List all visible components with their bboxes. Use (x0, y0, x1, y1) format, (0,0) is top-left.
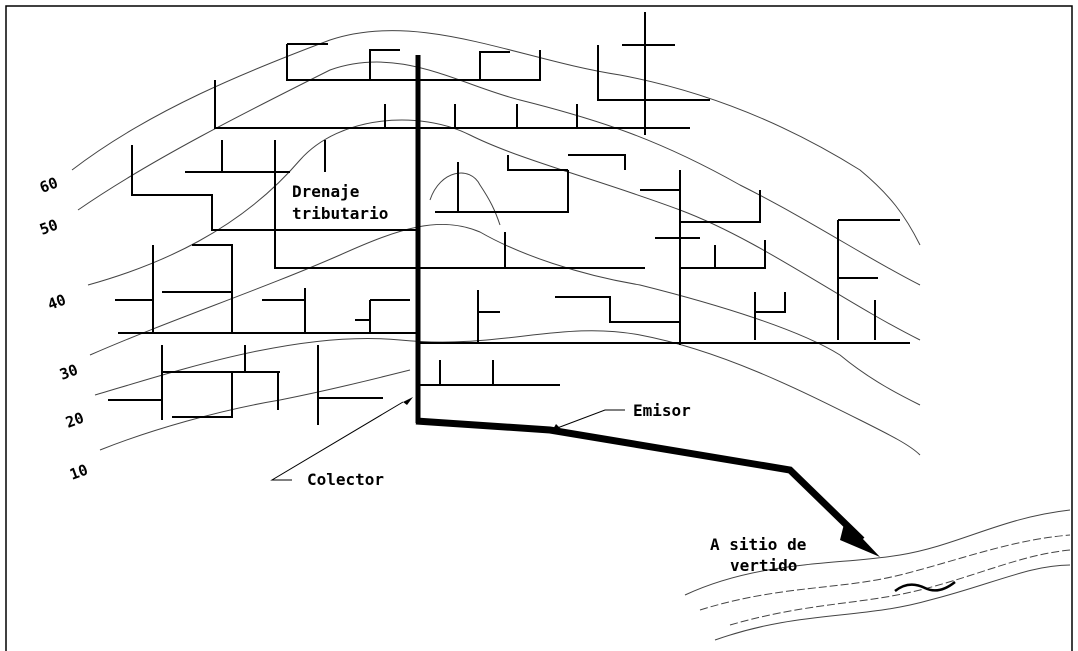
contour-label-30: 30 (57, 361, 80, 384)
ridge-bump (429, 172, 501, 226)
contour-lines (71, 30, 921, 456)
discharge-label-line1: A sitio de (710, 535, 806, 554)
emitter-arrowhead (840, 520, 880, 557)
contour-label-20: 20 (63, 409, 86, 432)
discharge-label-line2: vertido (730, 556, 797, 575)
tributary-network (108, 12, 910, 425)
emitter-line (415, 417, 865, 543)
contour-50 (77, 61, 921, 286)
contour-20 (94, 330, 921, 456)
diagram-frame (5, 5, 1073, 651)
emitter-pointer (552, 424, 560, 431)
contour-label-50: 50 (37, 216, 60, 239)
river (684, 509, 1071, 641)
tributary-label-line1: Drenaje (292, 182, 359, 201)
contour-label-60: 60 (37, 174, 60, 197)
tributary-label-line2: tributario (292, 204, 388, 223)
leader-lines (270, 401, 625, 481)
collector-pointer (403, 397, 413, 405)
collector-label: Colector (307, 470, 384, 489)
contour-label-10: 10 (67, 461, 90, 484)
contour-10 (99, 369, 411, 451)
contour-60 (71, 30, 921, 246)
contour-40 (87, 119, 921, 341)
emitter-label: Emisor (633, 401, 691, 420)
contour-label-40: 40 (45, 291, 68, 314)
contour-30 (89, 223, 921, 406)
